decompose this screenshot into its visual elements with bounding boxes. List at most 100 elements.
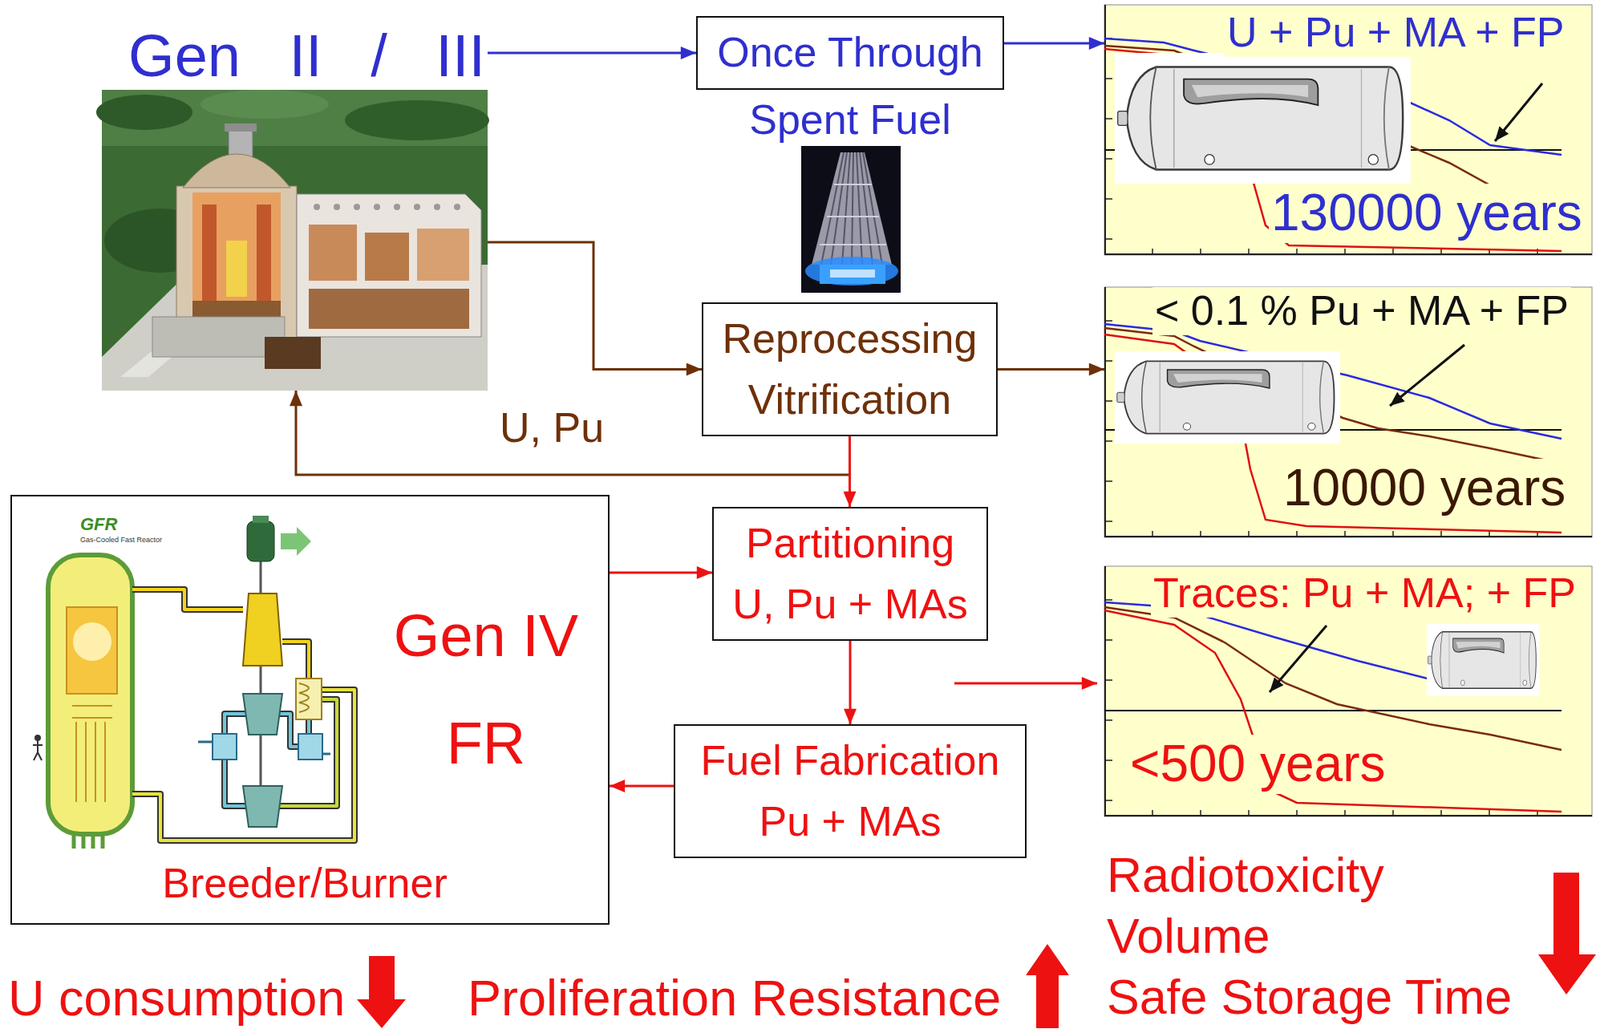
gas-cooled-reactor-schematic-part <box>299 683 309 713</box>
gas-cooled-reactor-schematic-part <box>247 521 275 562</box>
reactor-plant-picture-part <box>313 203 461 211</box>
box-label: Partitioning <box>745 513 955 574</box>
schematic-label: GFR <box>80 514 118 535</box>
radiotoxicity-chart-part <box>1104 328 1562 464</box>
reactor-plant-picture-part <box>308 288 470 329</box>
spent-fuel-photo-part <box>811 152 892 265</box>
gas-cooled-reactor-schematic-part <box>48 554 133 835</box>
trend-label: U consumption <box>8 968 345 1027</box>
box-label: Spent Fuel <box>697 89 1003 150</box>
spent-fuel-photo-part <box>819 264 886 284</box>
reactor-plant-picture-part-part <box>433 203 441 211</box>
gas-cooled-reactor-schematic-part-part <box>224 759 246 807</box>
gas-cooled-reactor-schematic-part <box>34 734 41 742</box>
radiotoxicity-chart <box>1104 4 1592 256</box>
gas-cooled-reactor-schematic-part-part <box>132 589 244 610</box>
gas-cooled-reactor-schematic-part-part <box>94 721 97 803</box>
trend-label: Safe Storage Time <box>1106 968 1512 1025</box>
reactor-plant-picture-part <box>182 153 291 188</box>
trend-label: Radiotoxicity <box>1106 846 1385 904</box>
process-box: PartitioningU, Pu + MAs <box>712 506 989 641</box>
output-arrow-part <box>954 682 1098 685</box>
gas-cooled-reactor-schematic-part-part <box>282 641 309 679</box>
gas-cooled-reactor-schematic-part-part <box>85 721 87 803</box>
radiotoxicity-chart-part <box>1104 607 1562 750</box>
trend-label: Volume <box>1106 907 1270 965</box>
flow-arrow <box>848 436 851 507</box>
chart-label: <500 years <box>1127 734 1388 794</box>
gas-cooled-reactor-schematic-part <box>252 515 269 523</box>
radiotoxicity-chart-part <box>1105 287 1592 537</box>
box-label: Once Through <box>716 22 983 83</box>
gas-cooled-reactor-schematic-part <box>298 733 323 760</box>
reactor-plant-picture-part <box>264 336 321 369</box>
flow-arrow <box>487 242 702 370</box>
spent-fuel-photo-part <box>805 256 899 286</box>
spent-fuel-photo-part <box>821 152 883 265</box>
trend-label: Proliferation Resistance <box>467 968 1001 1027</box>
gas-cooled-reactor-schematic-part <box>295 678 322 720</box>
chart-label: 10000 years <box>1280 458 1568 519</box>
radiotoxicity-chart <box>1104 287 1592 538</box>
spent-fuel-photo-part-part <box>862 152 883 265</box>
reactor-plant-picture-part <box>224 123 257 132</box>
plant-picture-node: Gen II / III <box>101 20 488 391</box>
spent-fuel-photo-part-part <box>830 152 847 265</box>
gas-cooled-reactor-schematic-part-part <box>282 641 309 679</box>
gas-cooled-reactor-schematic-part <box>132 589 355 841</box>
reactor-plant-picture-part <box>200 89 329 119</box>
spent-fuel-photo-part-part <box>819 243 887 246</box>
gas-cooled-reactor-schematic-part <box>243 593 283 666</box>
spent-fuel-photo-part-part <box>834 183 872 186</box>
reactor-label: FR <box>446 708 527 778</box>
radiotoxicity-chart-part <box>1105 4 1592 255</box>
radiotoxicity-chart-part <box>1104 287 1592 538</box>
flow-arrow <box>997 368 1105 371</box>
box-label: Pu + MAs <box>759 791 942 852</box>
box-label: Reprocessing <box>722 308 978 369</box>
gas-cooled-reactor-schematic-part-part <box>132 589 244 610</box>
reactor-plant-picture-part-part <box>393 203 401 211</box>
gas-cooled-reactor-schematic-part-part <box>81 834 86 849</box>
flow-arrow <box>609 571 713 575</box>
spent-fuel-photo-part <box>819 184 887 245</box>
gas-cooled-reactor-schematic-part <box>280 526 312 556</box>
reactor-plant-picture-part <box>296 194 482 337</box>
gas-cooled-reactor-schematic-part-part <box>91 834 96 849</box>
chart-panel: U + Pu + MA + FP 130000 years <box>1104 4 1592 256</box>
radiotoxicity-chart-part <box>1494 83 1543 142</box>
chart-label: Traces: Pu + MA; + FP <box>1150 569 1579 618</box>
radiotoxicity-chart-part <box>1104 4 1592 256</box>
output-arrow <box>954 683 1098 685</box>
gas-cooled-reactor-schematic-part-part <box>224 713 246 734</box>
schematic-label: Gas-Cooled Fast Reactor <box>80 535 163 544</box>
flow-arrow <box>1004 42 1105 45</box>
reactor-plant-picture-part <box>202 204 217 301</box>
gas-cooled-reactor-schematic-part <box>132 589 355 841</box>
trend-arrow-part <box>1025 943 1070 1029</box>
gas-cooled-reactor-schematic-part-part <box>307 719 311 734</box>
gas-cooled-reactor-schematic-part <box>212 733 237 760</box>
spent-fuel-photo-part-part <box>842 152 851 265</box>
gas-cooled-reactor-schematic-part <box>72 622 112 661</box>
box-label: Vitrification <box>748 369 952 430</box>
radiotoxicity-chart-part <box>1426 623 1540 697</box>
reactor-plant-picture-part-part <box>453 203 461 211</box>
reactor-label: Breeder/Burner <box>162 859 448 908</box>
chart-label: 130000 years <box>1268 183 1585 244</box>
box-label: Fuel Fabrication <box>700 730 1001 791</box>
reactor-plant-picture-part <box>96 94 193 130</box>
chart-label: U + Pu + MA + FP <box>1224 8 1568 57</box>
process-box: ReprocessingVitrification <box>701 302 998 437</box>
gas-cooled-reactor-schematic-part-part <box>224 759 246 807</box>
chart-panel: Traces: Pu + MA; + FP <500 years <box>1104 566 1592 817</box>
reactor-plant-picture-part-part <box>373 203 381 211</box>
gas-cooled-reactor-schematic-part-part <box>72 834 77 849</box>
gas-cooled-reactor-schematic-part <box>66 607 118 694</box>
chart-panel: < 0.1 % Pu + MA + FP10000 years <box>1104 287 1592 538</box>
reactor-plant-picture-part <box>226 240 248 297</box>
radiotoxicity-chart-part <box>1114 351 1341 444</box>
heading-label: Gen II / III <box>128 21 486 90</box>
spent-fuel-photo-part-part <box>851 152 854 265</box>
radiotoxicity-chart-part <box>1105 566 1592 816</box>
